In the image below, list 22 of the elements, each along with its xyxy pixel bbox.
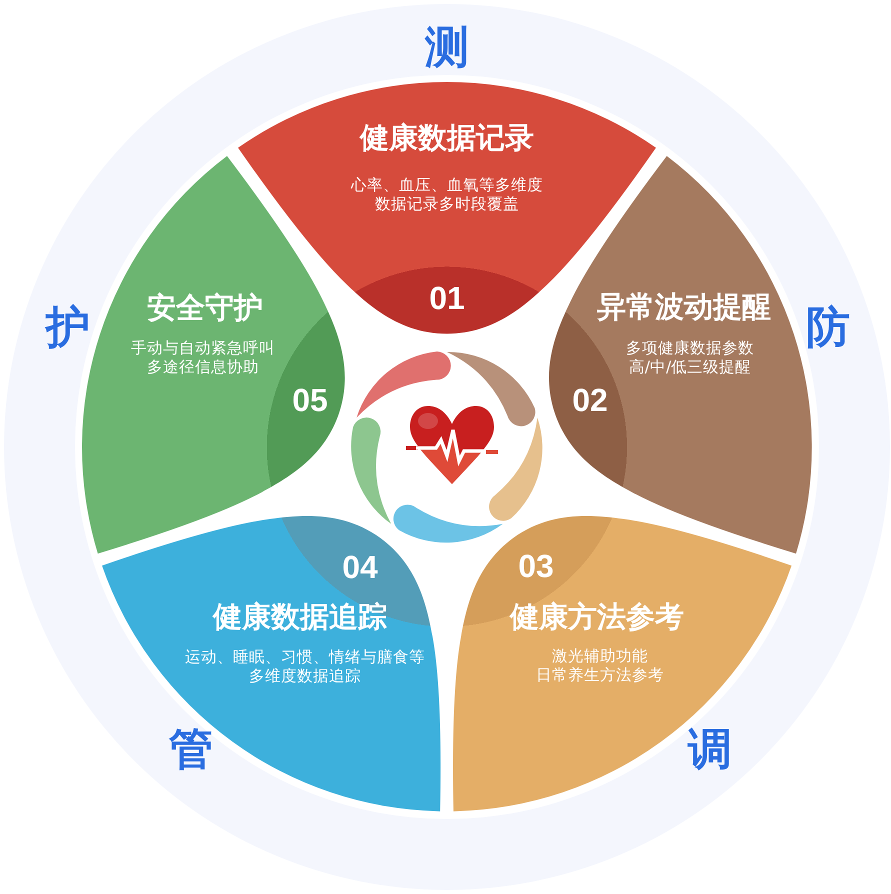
segment-title: 健康数据追踪 [212,600,387,634]
segment-description: 运动、睡眠、习惯、情绪与膳食等多维度数据追踪 [184,648,425,686]
category-label: 防 [806,304,850,352]
segment-description: 激光辅助功能日常养生方法参考 [536,646,664,685]
step-number: 04 [342,550,378,583]
category-label: 护 [46,304,90,352]
petal-segment [453,516,792,812]
step-number: 03 [518,550,554,582]
category-label: 测 [425,24,469,72]
segment-title: 异常波动提醒 [596,290,771,324]
segment-title: 安全守护 [146,290,263,326]
category-label: 管 [168,726,213,774]
category-label: 调 [688,726,732,774]
segment-title: 健康方法参考 [510,600,684,634]
step-number: 02 [572,384,608,416]
step-number: 05 [292,384,328,416]
step-number: 01 [429,282,465,314]
segment-title: 健康数据记录 [360,120,534,156]
segment-description: 手动与自动紧急呼叫多途径信息协助 [130,338,275,377]
segment-description: 心率、血压、血氧等多维度数据记录多时段覆盖 [351,176,543,214]
segment-description: 多项健康数据参数高/中/低三级提醒 [626,338,754,377]
petal-segment [102,516,441,812]
